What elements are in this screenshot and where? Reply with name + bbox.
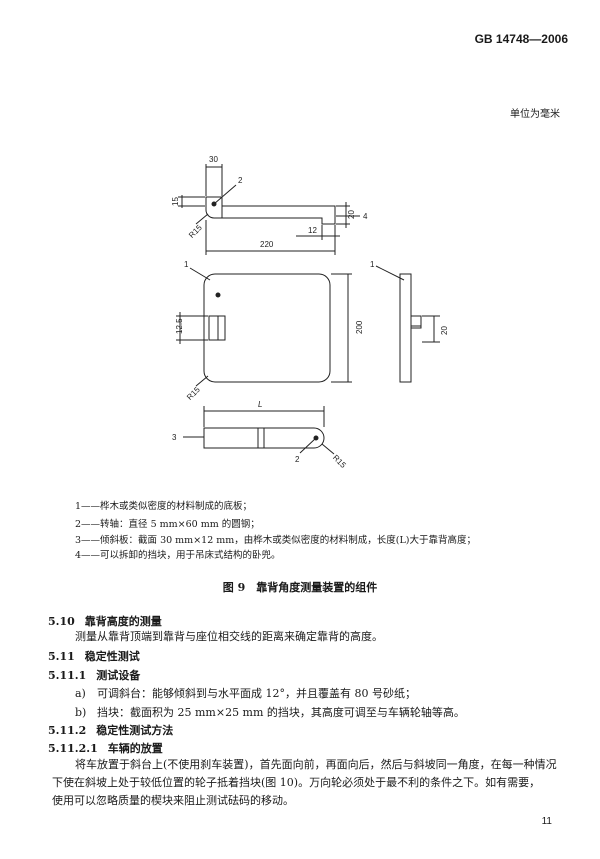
- unit-note: 单位为毫米: [510, 109, 560, 120]
- dim-20-top: 20: [347, 210, 356, 219]
- paragraph-line-1: 将车放置于斜台上(不使用刹车装置)，首先面向前，再面向后，然后与斜坡同一角度，在…: [75, 758, 557, 771]
- dim-r15-front: R15: [185, 385, 202, 402]
- top-view: [178, 164, 360, 255]
- dim-12-5: 12.5: [175, 318, 184, 334]
- axle-slot: [208, 315, 226, 341]
- dim-20-side: 20: [440, 326, 449, 335]
- dim-r15-bottom: R15: [331, 453, 348, 470]
- callout-3: 3: [172, 433, 177, 442]
- legend-item-4: 4——可以拆卸的挡块，用于吊床式结构的卧兜。: [75, 550, 281, 561]
- tilt-board: [203, 427, 325, 449]
- callout-4: 4: [363, 212, 368, 221]
- figure-9-drawing: 30 15 2 R15 20 4 12 220 1 12.5 200 R15 1…: [171, 155, 449, 470]
- list-item-b: b)挡块：截面积为 25 mm×25 mm 的挡块，其高度可调至与车辆轮轴等高。: [75, 706, 465, 719]
- callout-1-side: 1: [370, 260, 375, 269]
- figure-caption: 图 9 靠背角度测量装置的组件: [222, 581, 378, 594]
- front-view: [176, 267, 352, 387]
- legend-item-1: 1——桦木或类似密度的材料制成的底板；: [75, 501, 253, 512]
- dim-L: L: [258, 400, 262, 409]
- dim-200: 200: [355, 320, 364, 334]
- side-plate: [399, 273, 412, 383]
- dim-220: 220: [260, 240, 274, 249]
- dim-12: 12: [308, 226, 317, 235]
- base-plate: [203, 273, 331, 383]
- callout-2-bottom: 2: [295, 455, 300, 464]
- list-item-a: a)可调斜台：能够倾斜到与水平面成 12°，并且覆盖有 80 号砂纸；: [75, 687, 416, 700]
- legend-item-3: 3——倾斜板：截面 30 mm×12 mm，由桦木或类似密度的材料制成，长度(L…: [75, 535, 476, 546]
- page-number: 11: [541, 816, 552, 827]
- top-plate-outline: [205, 196, 336, 225]
- dim-r15-top: R15: [187, 223, 204, 240]
- legend-item-2: 2——转轴：直径 5 mm×60 mm 的圆钢；: [75, 519, 260, 530]
- section-5-10-text: 测量从靠背顶端到靠背与座位相交线的距离来确定靠背的高度。: [75, 630, 383, 643]
- bottom-view: [183, 406, 335, 455]
- side-view: [375, 265, 440, 383]
- dim-30: 30: [209, 155, 218, 164]
- paragraph-line-3: 使用可以忽略质量的楔块来阻止测试砝码的移动。: [52, 794, 294, 807]
- side-stop: [410, 315, 422, 329]
- callout-1-front: 1: [184, 260, 189, 269]
- standard-code: GB 14748—2006: [474, 32, 568, 46]
- paragraph-line-2: 下使在斜坡上处于较低位置的轮子抵着挡块(图 10)。万向轮必须处于最不利的条件之…: [52, 776, 541, 789]
- dim-15: 15: [171, 197, 180, 206]
- callout-2-top: 2: [238, 176, 243, 185]
